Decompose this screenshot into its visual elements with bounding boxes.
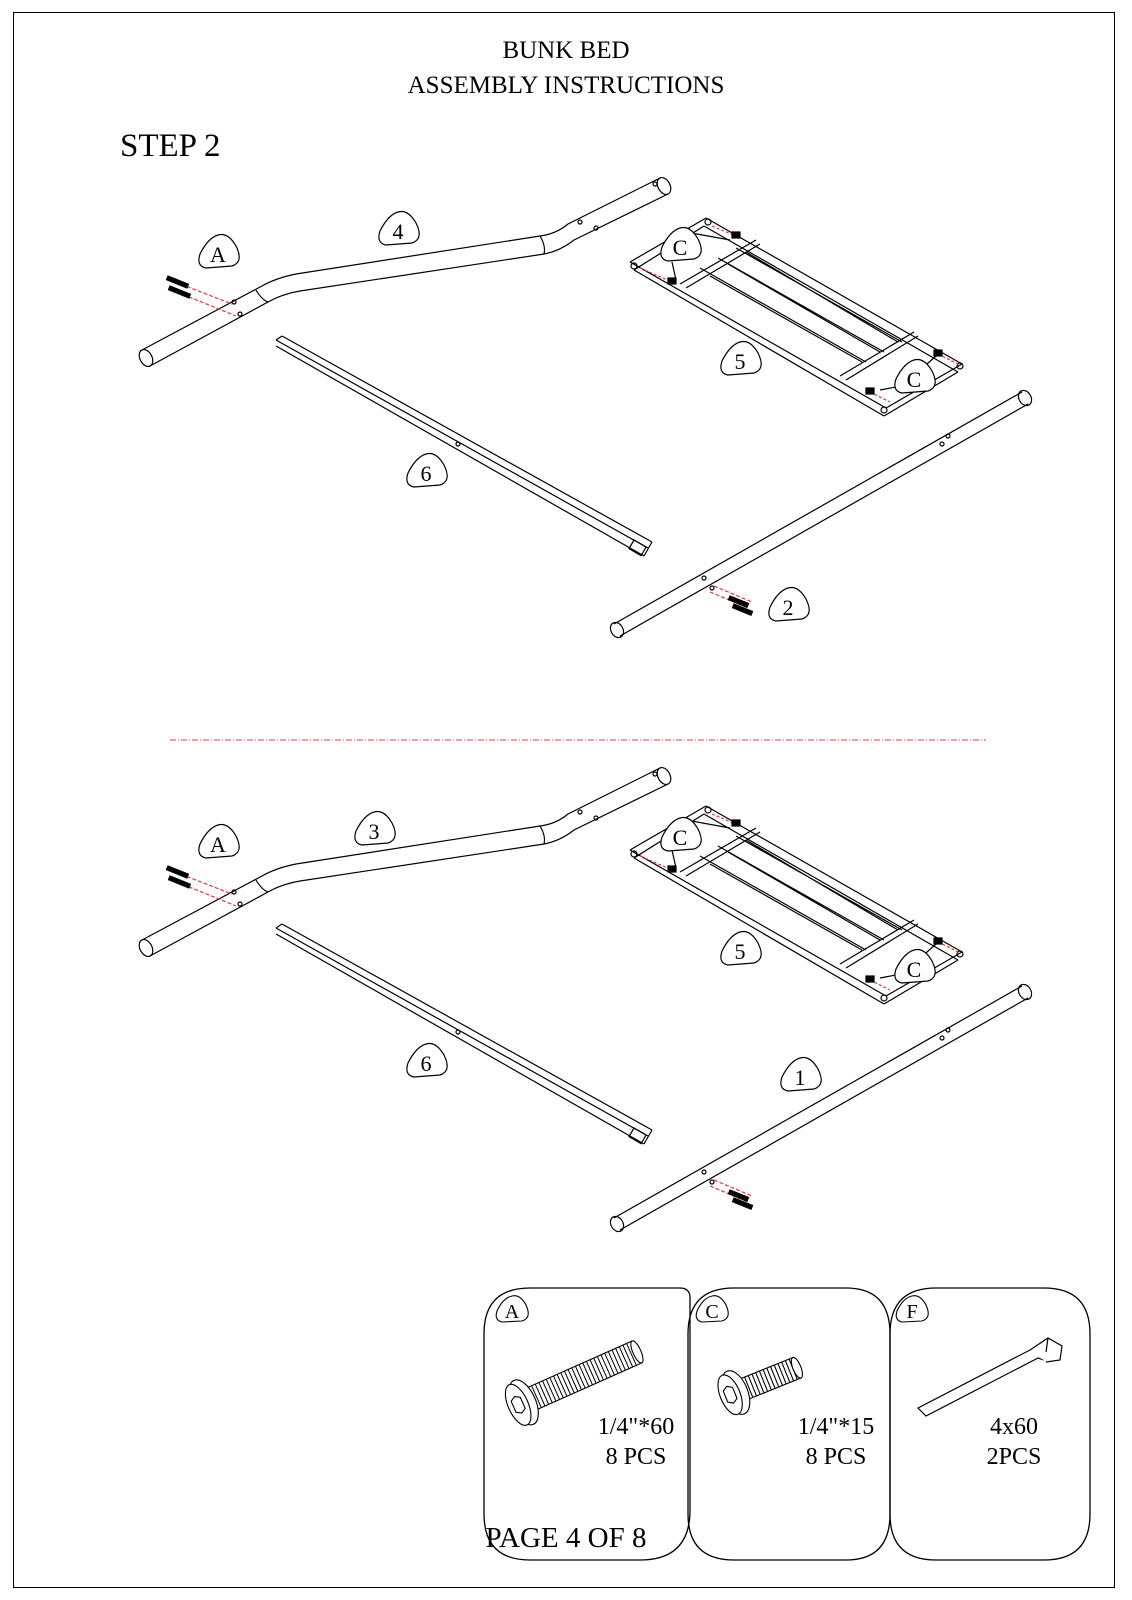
- upper-label-6: 6: [421, 461, 432, 486]
- lower-label-1-shape: [780, 1056, 822, 1092]
- lower-label-6: 6: [421, 1051, 432, 1076]
- hardware-c-size: 1/4"*15: [797, 1414, 875, 1440]
- upper-label-c2-shape: [894, 358, 936, 394]
- hardware-c-qty: 8 PCS: [805, 1444, 867, 1470]
- page-number: PAGE 4 OF 8: [485, 1522, 647, 1554]
- upper-bolt-a-group: [165, 275, 237, 317]
- upper-label-a-shape: [198, 233, 240, 269]
- upper-label-2: 2: [783, 595, 794, 620]
- lower-label-5: 5: [735, 939, 746, 964]
- lower-label-c1-shape: [660, 816, 702, 852]
- upper-label-5-shape: [720, 340, 762, 376]
- upper-cross-bar: [275, 335, 653, 557]
- hardware-tag-a: A: [505, 1301, 520, 1323]
- hardware-tag-c-shape: [695, 1295, 729, 1323]
- upper-label-4-shape: [378, 210, 420, 246]
- lower-label-c1: C: [673, 825, 688, 850]
- upper-label-5: 5: [735, 349, 746, 374]
- upper-label-6-shape: [406, 452, 448, 488]
- lower-label-a-shape: [198, 823, 240, 859]
- lower-label-5-shape: [720, 930, 762, 966]
- upper-rail-bottom-tube: [609, 389, 1033, 639]
- lower-label-3-shape: [354, 810, 396, 846]
- lower-label-c2: C: [907, 957, 922, 982]
- hardware-a-spec: 1/4"*60 8 PCS: [586, 1412, 686, 1472]
- hardware-tag-f: F: [906, 1301, 917, 1323]
- lower-slat-frame: [629, 805, 964, 1005]
- upper-label-4: 4: [393, 219, 404, 244]
- hardware-f-size: 4x60: [990, 1414, 1038, 1440]
- hardware-a-size: 1/4"*60: [597, 1414, 675, 1440]
- upper-label-a: A: [210, 242, 226, 267]
- lower-bolt-c-group: [639, 813, 959, 991]
- lower-label-1: 1: [795, 1065, 806, 1090]
- step-heading: STEP 2: [120, 128, 221, 164]
- hardware-f-spec: 4x60 2PCS: [964, 1412, 1064, 1472]
- hardware-f-qty: 2PCS: [986, 1444, 1042, 1470]
- lower-label-c2-shape: [894, 948, 936, 984]
- upper-rail-top-tube: [138, 176, 672, 368]
- bolt-c-short-icon: [717, 1356, 803, 1416]
- lower-bolt-a-group: [165, 865, 237, 907]
- hardware-c-spec: 1/4"*15 8 PCS: [786, 1412, 886, 1472]
- upper-diagram: [138, 176, 1033, 639]
- upper-label-2-shape: [768, 586, 810, 622]
- upper-bolt-c-group: [639, 225, 959, 403]
- title-line-1: BUNK BED: [502, 37, 630, 64]
- page-border: [13, 12, 1115, 1588]
- title-line-2: ASSEMBLY INSTRUCTIONS: [407, 72, 725, 99]
- lower-label-3: 3: [369, 819, 380, 844]
- hardware-a-qty: 8 PCS: [605, 1444, 667, 1470]
- hardware-tag-c: C: [705, 1301, 718, 1323]
- lower-cross-bar: [275, 923, 653, 1145]
- hardware-box-c: [687, 1287, 891, 1561]
- hardware-tag-f-shape: [895, 1295, 929, 1323]
- lower-rail-top-tube: [138, 766, 672, 958]
- hardware-tag-a-shape: [495, 1295, 529, 1323]
- allen-key-icon: [916, 1337, 1063, 1417]
- lower-rail-bottom-tube: [609, 983, 1033, 1233]
- upper-label-c1-shape: [660, 226, 702, 262]
- hardware-box-f: [889, 1287, 1091, 1561]
- hardware-box-a: [483, 1287, 691, 1561]
- upper-label-c1: C: [673, 235, 688, 260]
- bolt-a-long-icon: [504, 1340, 644, 1426]
- upper-label-c2: C: [907, 367, 922, 392]
- lower-diagram: [138, 766, 1033, 1233]
- lower-label-a: A: [210, 832, 226, 857]
- lower-label-6-shape: [406, 1042, 448, 1078]
